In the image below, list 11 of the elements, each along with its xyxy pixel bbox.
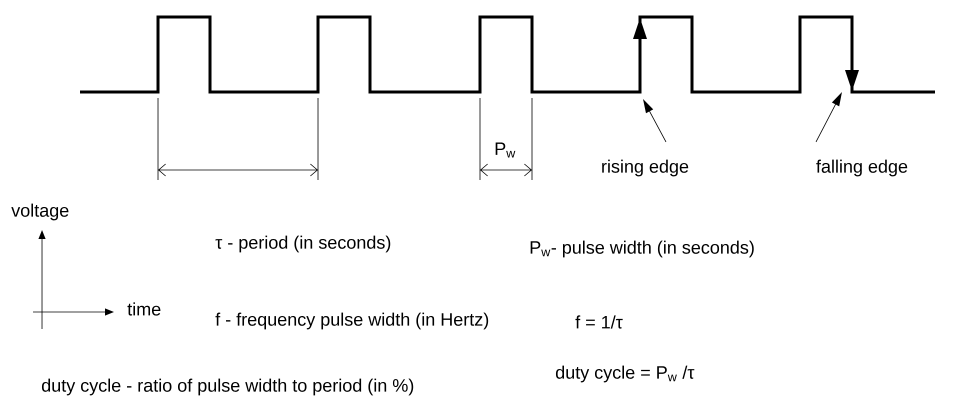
text-label: duty cycle = P$_{w}$ /τ <box>556 366 694 382</box>
edge-label: rising edge <box>602 160 688 176</box>
text-label: time <box>127 302 160 316</box>
text-label: f = 1/τ <box>575 315 623 329</box>
text-label: P$_{w}$ <box>496 142 516 158</box>
text-label: P$_{w}$- pulse width (in seconds) <box>530 240 754 258</box>
text-label: τ - period (in seconds) <box>215 236 390 252</box>
text-label: f - frequency pulse width (in Hertz) <box>215 312 488 330</box>
text-label: duty cycle - ratio of pulse width to period (in %) <box>42 378 414 396</box>
edge-label: falling edge <box>816 160 908 176</box>
text-label: voltage <box>11 204 68 220</box>
